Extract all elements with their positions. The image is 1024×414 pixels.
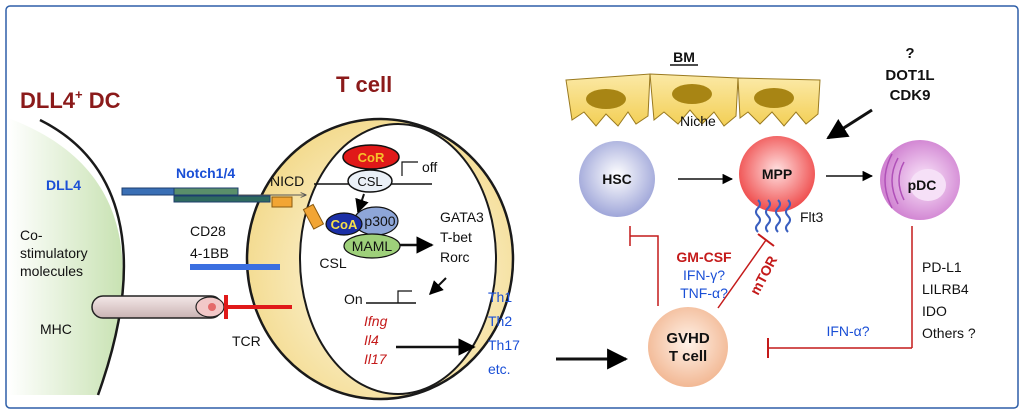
- cd28-label: CD28: [190, 223, 226, 239]
- flt3-label: Flt3: [800, 209, 824, 225]
- tf-tbet: T-bet: [440, 229, 472, 245]
- p300-label: p300: [364, 213, 395, 229]
- th17-label: Th17: [488, 337, 520, 353]
- tf-gata3: GATA3: [440, 209, 484, 225]
- pdc-label: pDC: [908, 177, 937, 193]
- dc-title: DLL4+ DC: [20, 87, 121, 113]
- gvhd-to-hsc-inhibition: [629, 226, 659, 306]
- csl-repressed: [347, 169, 393, 193]
- costim-receptor-bar: [190, 264, 280, 270]
- gene-il17: Il17: [364, 351, 388, 367]
- costim-line-2: stimulatory: [20, 245, 88, 261]
- checkpoint-lilrb4: LILRB4: [922, 281, 969, 297]
- tcell-title: T cell: [336, 72, 392, 97]
- csl-bottom-label: CSL: [319, 255, 346, 271]
- off-promoter-mark: [401, 161, 418, 176]
- cor-complex: [342, 144, 400, 170]
- dll4-ligand: [121, 187, 175, 196]
- tnfa-q-label: TNF-α?: [680, 285, 728, 301]
- figure-frame: [5, 5, 1019, 409]
- pdc-nucleus: [910, 169, 946, 201]
- notch-receptor: [173, 195, 271, 203]
- checkpoint-ido: IDO: [922, 303, 947, 319]
- niche-cells: [565, 73, 821, 127]
- activation-arrow: [355, 193, 369, 214]
- mtor-inhibition-bar: [757, 233, 775, 247]
- csl-top-label: CSL: [357, 174, 382, 189]
- cor-label: CoR: [358, 150, 385, 165]
- checkpoint-others: Others ?: [922, 325, 976, 341]
- regulator-arrow: [826, 108, 873, 140]
- mpp-cell: [739, 136, 815, 212]
- dendritic-cell-body: [8, 118, 123, 395]
- gene-activation-arrow: [429, 277, 447, 295]
- gmcsf-label: GM-CSF: [676, 249, 732, 265]
- niche-nucleus-3: [754, 88, 794, 108]
- notch-label: Notch1/4: [176, 165, 235, 181]
- etc-label: etc.: [488, 361, 511, 377]
- niche-nucleus-2: [672, 84, 712, 104]
- ifna-q-label: IFN-α?: [826, 323, 869, 339]
- dll4-label: DLL4: [46, 177, 81, 193]
- tf-rorc: Rorc: [440, 249, 470, 265]
- bm-label: BM: [673, 49, 695, 65]
- notch-extracellular: [173, 187, 239, 196]
- dot1l-label: DOT1L: [885, 67, 934, 84]
- gvhd-line-2: T cell: [669, 348, 707, 365]
- bb41-label: 4-1BB: [190, 245, 229, 261]
- hsc-cell: [579, 141, 655, 217]
- mtor-inhibition-line: [717, 239, 767, 309]
- pdc-granules: [884, 153, 905, 209]
- costim-line-3: molecules: [20, 263, 83, 279]
- th2-label: Th2: [488, 313, 512, 329]
- nicd-label: NICD: [270, 173, 304, 189]
- on-label: On: [344, 291, 363, 307]
- tcr-label: TCR: [232, 333, 261, 349]
- gene-ifng: Ifng: [364, 313, 388, 329]
- mpp-label: MPP: [762, 166, 792, 182]
- gvhd-tcell: [648, 307, 728, 387]
- tcell-nucleus: [299, 123, 497, 395]
- nicd-fragment: [271, 196, 293, 208]
- costim-line-1: Co-: [20, 227, 43, 243]
- coa-label: CoA: [331, 217, 358, 232]
- dendritic-cell-membrane: [39, 118, 125, 396]
- maml-label: MAML: [352, 238, 393, 254]
- cdk9-label: CDK9: [890, 87, 931, 104]
- on-promoter-mark: [397, 290, 412, 303]
- nicd-translocated: [302, 203, 325, 230]
- niche-label: Niche: [680, 113, 716, 129]
- peptide-dot: [208, 303, 216, 311]
- coa-complex: [325, 212, 363, 236]
- niche-nucleus-1: [586, 89, 626, 109]
- hsc-label: HSC: [602, 171, 632, 187]
- off-label: off: [422, 159, 437, 175]
- gvhd-line-1: GVHD: [666, 330, 710, 347]
- th1-label: Th1: [488, 289, 512, 305]
- gene-il4: Il4: [364, 332, 379, 348]
- flt3-receptor: [755, 199, 791, 233]
- question-mark: ?: [905, 45, 914, 62]
- ifng-q-label: IFN-γ?: [683, 267, 725, 283]
- checkpoint-pdl1: PD-L1: [922, 259, 962, 275]
- mhc-label: MHC: [40, 321, 72, 337]
